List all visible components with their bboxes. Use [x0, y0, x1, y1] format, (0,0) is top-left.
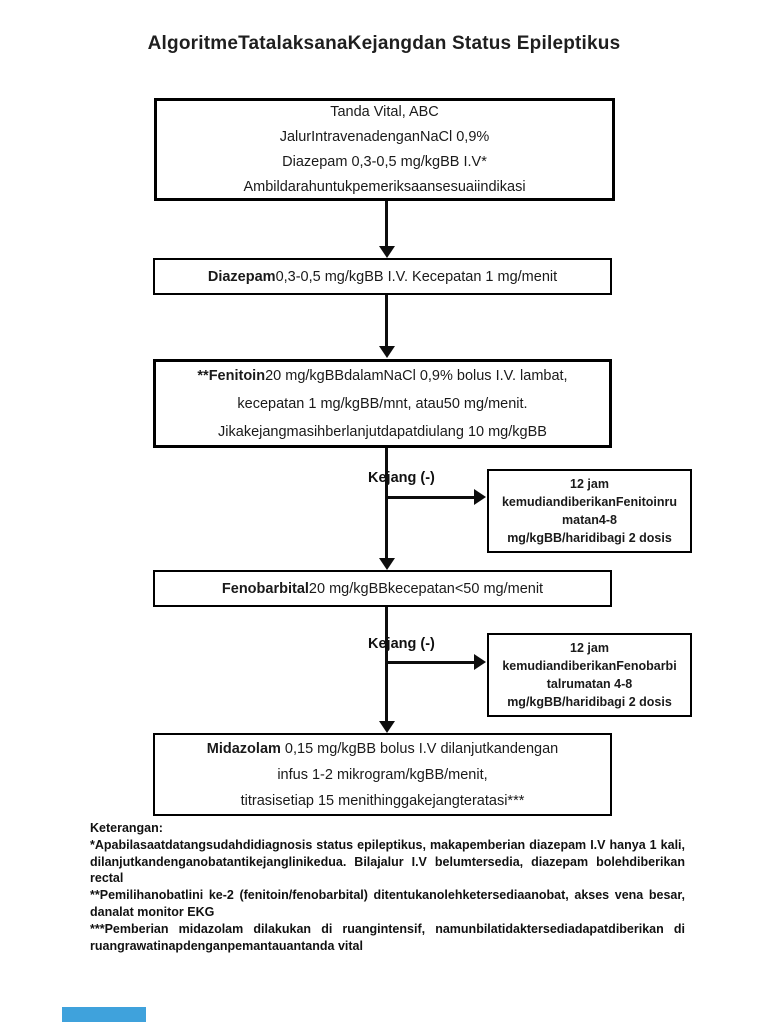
box5-line3: titrasisetiap 15 menithinggakejangterata… — [240, 792, 525, 809]
note-asterisk-3: ***Pemberian midazolam dilakukan di ruan… — [90, 921, 685, 953]
diazepam-label: Diazepam — [207, 268, 276, 285]
arrow-line-4 — [385, 607, 388, 722]
fenobarbital-dose: 20 mg/kgBBkecepatan<50 mg/menit — [308, 580, 544, 597]
notes-section: Keterangan: *Apabilasaatdatangsudahdidia… — [90, 820, 685, 954]
flow-box-fenobarbital: Fenobarbital20 mg/kgBBkecepatan<50 mg/me… — [153, 570, 612, 607]
box3-line3: Jikakejangmasihberlanjutdapatdiulang 10 … — [218, 423, 547, 440]
box5-line2: infus 1-2 mikrogram/kgBB/menit, — [277, 766, 488, 783]
box5-line1: Midazolam 0,15 mg/kgBB bolus I.V dilanju… — [207, 736, 558, 762]
box1-line4: Ambildarahuntukpemeriksaansesuaiindikasi — [243, 178, 526, 195]
branch1-label-kejang-negatif: Kejang (-) — [368, 470, 435, 486]
page-title: AlgoritmeTatalaksanaKejangdan Status Epi… — [147, 33, 621, 54]
fenitoin-label: **Fenitoin — [197, 367, 266, 384]
box3-line2: kecepatan 1 mg/kgBB/mnt, atau50 mg/menit… — [237, 395, 528, 412]
midazolam-label: Midazolam — [206, 740, 281, 757]
note-asterisk-1: *Apabilasaatdatangsudahdidiagnosis statu… — [90, 837, 685, 886]
box3-line1: **Fenitoin20 mg/kgBBdalamNaCl 0,9% bolus… — [197, 362, 567, 390]
branch2-line — [386, 661, 476, 664]
arrow-line-3 — [385, 448, 388, 559]
sbox1-line1: 12 jam — [570, 477, 609, 491]
fenobarbital-label: Fenobarbital — [221, 580, 309, 597]
arrow-right-icon — [474, 489, 486, 505]
sbox1-line3: matan4-8 — [562, 513, 617, 527]
diazepam-dose: 0,3-0,5 mg/kgBB I.V. Kecepatan 1 mg/meni… — [275, 268, 558, 285]
arrow-down-icon — [379, 246, 395, 258]
arrow-down-icon — [379, 558, 395, 570]
sbox1-line2: kemudiandiberikanFenitoinru — [501, 495, 678, 509]
fenitoin-dose: 20 mg/kgBBdalamNaCl 0,9% bolus I.V. lamb… — [265, 367, 568, 384]
arrow-line-2 — [385, 295, 388, 348]
branch1-line — [386, 496, 476, 499]
sbox1-line4: mg/kgBB/haridibagi 2 dosis — [507, 531, 672, 545]
side-box-fenitoin-rumatan: 12 jam kemudiandiberikanFenitoinru matan… — [487, 469, 692, 553]
bottom-accent-bar — [62, 1007, 146, 1022]
flow-box-diazepam: Diazepam0,3-0,5 mg/kgBB I.V. Kecepatan 1… — [153, 258, 612, 295]
arrow-line-1 — [385, 201, 388, 248]
box1-line2: JalurIntravenadenganNaCl 0,9% — [279, 128, 490, 145]
box1-line3: Diazepam 0,3-0,5 mg/kgBB I.V* — [282, 153, 487, 170]
sbox2-line4: mg/kgBB/haridibagi 2 dosis — [507, 695, 672, 709]
flow-box-fenitoin: **Fenitoin20 mg/kgBBdalamNaCl 0,9% bolus… — [153, 359, 612, 448]
midazolam-dose: 0,15 mg/kgBB bolus I.V dilanjutkandengan — [280, 740, 559, 757]
flow-box-midazolam: Midazolam 0,15 mg/kgBB bolus I.V dilanju… — [153, 733, 612, 816]
arrow-down-icon — [379, 346, 395, 358]
sbox2-line3: talrumatan 4-8 — [546, 677, 633, 691]
branch2-label-kejang-negatif: Kejang (-) — [368, 636, 435, 652]
sbox2-line2: kemudiandiberikanFenobarbi — [502, 659, 677, 673]
sbox2-line1: 12 jam — [570, 641, 609, 655]
flow-box-initial-management: Tanda Vital, ABC JalurIntravenadenganNaC… — [154, 98, 615, 201]
arrow-down-icon — [379, 721, 395, 733]
arrow-right-icon — [474, 654, 486, 670]
note-asterisk-2: **Pemilihanobatlini ke-2 (fenitoin/fenob… — [90, 888, 685, 919]
box2-line: Diazepam0,3-0,5 mg/kgBB I.V. Kecepatan 1… — [208, 269, 557, 285]
box1-line1: Tanda Vital, ABC — [330, 103, 439, 120]
notes-heading: Keterangan: — [90, 821, 163, 835]
side-box-fenobarbital-rumatan: 12 jam kemudiandiberikanFenobarbi talrum… — [487, 633, 692, 717]
box4-line: Fenobarbital20 mg/kgBBkecepatan<50 mg/me… — [222, 581, 543, 597]
